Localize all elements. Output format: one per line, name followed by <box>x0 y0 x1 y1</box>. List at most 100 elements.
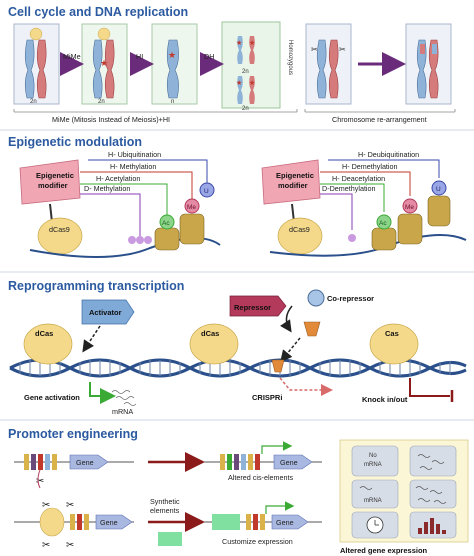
svg-text:★: ★ <box>236 79 242 87</box>
chromosome-rearrange-before: ✂ ✂ <box>311 39 346 99</box>
no-mrna-box <box>351 445 399 477</box>
ploidy-5: 2n <box>242 106 249 112</box>
synthetic-line1: Synthetic <box>150 497 180 506</box>
mrna-box-2 <box>351 479 399 509</box>
gene-label-1: Gene <box>76 458 94 467</box>
homozygous-label: Homozygous <box>287 40 293 75</box>
gene-activation-label: Gene activation <box>24 393 80 402</box>
svg-text:✂: ✂ <box>311 45 318 54</box>
dcas-activation <box>23 323 73 365</box>
mark-me-left-label: Me <box>187 204 196 211</box>
cas-label: Cas <box>385 329 399 338</box>
label-mime: MiMe <box>63 52 81 61</box>
right-h-deacetylation: H- Deacetylation <box>332 174 385 183</box>
modifier-right-line1: Epigenetic <box>276 171 314 180</box>
left-h-acetylation: H- Acetylation <box>96 174 140 183</box>
right-d-demethylation: D-Demethylation <box>322 184 376 193</box>
svg-text:★: ★ <box>100 58 108 68</box>
svg-text:★: ★ <box>249 79 255 87</box>
dcas9-right <box>277 217 323 255</box>
dcas-activation-label: dCas <box>35 329 53 338</box>
ploidy-4: 2n <box>242 69 249 75</box>
epigenetic-modifier-left <box>19 159 81 205</box>
panel-rearrange-after <box>405 23 452 105</box>
svg-text:✂: ✂ <box>36 476 44 487</box>
promoter-row-2: Gene ✂ ✂ ✂ ✂ <box>14 500 134 551</box>
repressor-label: Repressor <box>234 303 271 312</box>
modifier-left-line1: Epigenetic <box>36 171 74 180</box>
mark-me-right <box>402 198 418 214</box>
repressor <box>229 295 287 317</box>
left-d-methylation: D- Methylation <box>84 184 130 193</box>
crispri-label: CRISPRi <box>252 393 282 402</box>
mark-ac-right-label: Ac <box>379 220 387 227</box>
altered-cis-label: Altered cis-elements <box>228 473 294 482</box>
right-h-deubiquitination: H- Deubiquitination <box>358 150 419 159</box>
mark-u-left-label: U <box>204 188 209 195</box>
left-h-ubiquitination: H- Ubiquitination <box>108 150 161 159</box>
promoter-row-1: Gene ✂ <box>14 454 134 489</box>
panel-rearrange-before <box>305 23 352 105</box>
mark-u-right-label: U <box>436 186 441 193</box>
label-hi: HI <box>136 52 143 61</box>
label-dh: DH <box>204 52 214 61</box>
dcas9-right-label: dCas9 <box>289 225 310 234</box>
dcas9-left-label: dCas9 <box>49 225 70 234</box>
section3-title: Reprogramming transcription <box>8 279 184 293</box>
svg-text:★: ★ <box>236 39 242 47</box>
corepressor-label: Co-repressor <box>327 294 374 303</box>
synthetic-line2: elements <box>150 506 180 515</box>
chromosome-pair-1 <box>24 27 47 99</box>
svg-text:✂: ✂ <box>42 500 50 511</box>
gene-label-4: Gene <box>276 518 294 527</box>
section2-title: Epigenetic modulation <box>8 135 142 149</box>
svg-text:✂: ✂ <box>66 540 74 551</box>
promoter-row-1-altered: Gene Altered cis-elements <box>204 441 322 482</box>
dcas-crispri-label: dCas <box>201 329 219 338</box>
mark-ac-right <box>376 214 392 230</box>
chromosome-pair-2: ★ <box>92 27 115 99</box>
ploidy-1: 2n <box>30 99 37 105</box>
modifier-left-line2: modifier <box>38 181 68 190</box>
no-mrna-line2: mRNA <box>364 462 382 468</box>
dcas-crispri <box>189 323 239 365</box>
corepressor-icon <box>307 289 325 307</box>
bar-chart-icon <box>418 518 446 534</box>
dcas9-left <box>37 217 83 255</box>
gene-label-2: Gene <box>280 458 298 467</box>
right-h-demethylation: H- Demethylation <box>342 162 398 171</box>
mark-ac-left-label: Ac <box>162 220 170 227</box>
section4-title: Promoter engineering <box>8 427 138 441</box>
ploidy-2: 2n <box>98 99 105 105</box>
chromosome-rearrange-after <box>416 39 439 99</box>
mark-u-right <box>431 180 447 196</box>
no-mrna-line1: No <box>369 453 377 459</box>
epigenetic-modifier-right <box>261 159 321 205</box>
activator <box>81 299 135 325</box>
customize-label: Customize expression <box>222 537 293 546</box>
mrna-label: mRNA <box>112 407 133 416</box>
svg-text:★: ★ <box>168 50 176 60</box>
mark-me-right-label: Me <box>405 204 414 211</box>
svg-text:✂: ✂ <box>66 500 74 511</box>
left-h-methylation: H- Methylation <box>110 162 156 171</box>
activator-label: Activator <box>89 308 122 317</box>
altered-expression-label: Altered gene expression <box>340 546 428 555</box>
ploidy-3: n <box>171 99 174 105</box>
chromosome-pair-dh-1: ★ ★ <box>236 36 255 64</box>
cas-knock <box>369 323 419 365</box>
section1-title: Cell cycle and DNA replication <box>8 5 188 19</box>
mrna-box-3 <box>409 479 457 509</box>
gene-label-3: Gene <box>100 518 118 527</box>
chromosome-single: ★ <box>166 39 179 99</box>
caption-rearrange: Chromosome re-arrangement <box>332 115 427 124</box>
svg-text:✂: ✂ <box>42 540 50 551</box>
svg-text:✂: ✂ <box>339 45 346 54</box>
svg-text:★: ★ <box>249 39 255 47</box>
caption-mime-hi: MiMe (Mitosis Instead of Meiosis)+HI <box>52 115 170 124</box>
knock-label: Knock in/out <box>362 395 408 404</box>
modifier-right-line2: modifier <box>278 181 308 190</box>
promoter-row-2-custom: Gene Customize expression <box>204 501 322 546</box>
